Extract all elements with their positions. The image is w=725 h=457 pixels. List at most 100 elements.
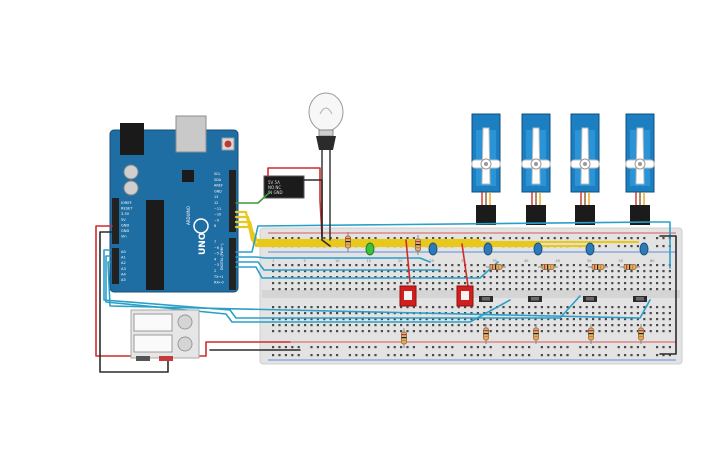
resistor[interactable] bbox=[620, 264, 640, 270]
column-number: 50 bbox=[587, 259, 591, 263]
wire-yellow-4 bbox=[234, 225, 640, 244]
led-blue-4[interactable] bbox=[585, 242, 595, 256]
pushbutton[interactable] bbox=[528, 296, 542, 302]
digital-pin-label: 8 bbox=[214, 224, 216, 228]
resistor[interactable] bbox=[415, 235, 421, 255]
resistor[interactable] bbox=[588, 264, 608, 270]
led-green[interactable] bbox=[365, 242, 375, 256]
resistor[interactable] bbox=[638, 324, 644, 344]
led-blue-3[interactable] bbox=[533, 242, 543, 256]
digital-pin-label: TX→1 bbox=[213, 275, 223, 279]
digital-pin-label: 7 bbox=[214, 240, 216, 244]
power-pin-label: 3.3V bbox=[121, 212, 130, 216]
battery-pack[interactable] bbox=[130, 309, 200, 361]
column-number: 30 bbox=[461, 259, 465, 263]
analog-pin-label: A0 bbox=[121, 250, 126, 254]
relay-label-2: NO NC bbox=[268, 185, 281, 190]
resistor[interactable] bbox=[538, 264, 558, 270]
column-number: 45 bbox=[556, 259, 560, 263]
slide-switch-1[interactable] bbox=[399, 285, 417, 307]
arduino-model-label: UNO bbox=[198, 232, 208, 255]
pushbutton[interactable] bbox=[479, 296, 493, 302]
servo-4[interactable] bbox=[625, 113, 655, 225]
led-blue-1[interactable] bbox=[428, 242, 438, 256]
digital-pin-label: ~6 bbox=[214, 246, 219, 250]
power-pin-label: 5V bbox=[121, 218, 126, 222]
wires[interactable] bbox=[95, 149, 677, 373]
digital-pin-label: SDA bbox=[214, 178, 222, 182]
led-blue-2[interactable] bbox=[483, 242, 493, 256]
led-blue-5[interactable] bbox=[639, 242, 649, 256]
column-number: 10 bbox=[335, 259, 339, 263]
arduino-uno[interactable]: ARDUINO UNO DIGITAL (PWM~) IOREF RESET3.3… bbox=[109, 115, 239, 293]
relay-label-1: 5V 5A bbox=[268, 180, 280, 185]
arduino-pin-labels: IOREFRESET3.3V5VGNDGNDVinA0A1A2A3A4A5SCL… bbox=[121, 172, 224, 285]
arduino-brand-label: ARDUINO bbox=[186, 206, 191, 225]
column-number: 25 bbox=[430, 259, 434, 263]
servo-2[interactable] bbox=[521, 113, 551, 225]
resistor-group bbox=[345, 232, 644, 348]
servo-3[interactable] bbox=[570, 113, 600, 225]
light-bulb[interactable] bbox=[308, 92, 344, 150]
digital-pin-label: ~9 bbox=[214, 218, 219, 222]
analog-pin-label: A5 bbox=[121, 278, 126, 282]
usb-port bbox=[175, 115, 207, 153]
power-jack bbox=[120, 123, 144, 155]
digital-pin-label: ~3 bbox=[214, 263, 219, 267]
wire-green bbox=[235, 191, 271, 204]
relay-label-3: IN GND bbox=[268, 190, 283, 195]
wire-blue-1 bbox=[235, 221, 671, 269]
column-number: 55 bbox=[619, 259, 623, 263]
wire-blue-5 bbox=[103, 249, 581, 319]
power-pin-label: GND bbox=[121, 229, 129, 233]
digital-pin-label: AREF bbox=[214, 184, 223, 188]
digital-pin-label: SCL bbox=[214, 172, 221, 176]
breadboard-power-rails bbox=[268, 232, 676, 361]
wire-red-relay bbox=[267, 167, 323, 237]
relay-module[interactable]: 5V 5A NO NC IN GND bbox=[263, 175, 305, 199]
column-number: 15 bbox=[367, 259, 371, 263]
column-number: 60 bbox=[650, 259, 654, 263]
wire-red-breadboard bbox=[405, 239, 411, 283]
wire-blue-6 bbox=[105, 255, 511, 323]
power-pin-label: RESET bbox=[121, 207, 133, 211]
servo-group bbox=[471, 113, 655, 225]
resistor[interactable] bbox=[533, 324, 539, 344]
analog-pin-label: A2 bbox=[121, 261, 126, 265]
wire-blue-3 bbox=[235, 261, 441, 271]
analog-pin-label: A3 bbox=[121, 267, 126, 271]
column-number: 40 bbox=[524, 259, 528, 263]
digital-pin-header-label: DIGITAL (PWM~) bbox=[220, 244, 224, 270]
slide-switch-2[interactable] bbox=[456, 285, 474, 307]
microcontroller-chip bbox=[146, 200, 164, 290]
wire-black-gnd bbox=[99, 231, 169, 373]
servo-1[interactable] bbox=[471, 113, 501, 225]
digital-pin-label: RX←0 bbox=[214, 281, 224, 285]
wire-black-right bbox=[659, 235, 677, 355]
resistor[interactable] bbox=[401, 328, 407, 348]
pushbutton-group bbox=[479, 296, 647, 302]
resistor[interactable] bbox=[345, 232, 351, 252]
arduino-logo-icon bbox=[193, 218, 209, 234]
resistor[interactable] bbox=[588, 324, 594, 344]
digital-pin-label: ~11 bbox=[214, 207, 221, 211]
pushbutton[interactable] bbox=[633, 296, 647, 302]
digital-pin-label: ~5 bbox=[214, 252, 219, 256]
column-number: 1 bbox=[272, 259, 274, 263]
wire-red-power bbox=[95, 225, 165, 357]
digital-pin-label: ~10 bbox=[214, 213, 221, 217]
wire-blue-7 bbox=[107, 261, 651, 319]
analog-pin-label: A1 bbox=[121, 256, 126, 260]
column-number: 20 bbox=[398, 259, 402, 263]
wire-blue-2 bbox=[235, 256, 431, 263]
resistor[interactable] bbox=[483, 324, 489, 344]
power-pin-label: IOREF bbox=[121, 201, 132, 205]
digital-pin-label: 4 bbox=[214, 257, 216, 261]
pushbutton[interactable] bbox=[583, 296, 597, 302]
analog-pin-label: A4 bbox=[121, 272, 126, 276]
wire-red-switch2 bbox=[461, 243, 469, 287]
digital-pin-label: GND bbox=[214, 189, 222, 193]
resistor[interactable] bbox=[486, 264, 506, 270]
